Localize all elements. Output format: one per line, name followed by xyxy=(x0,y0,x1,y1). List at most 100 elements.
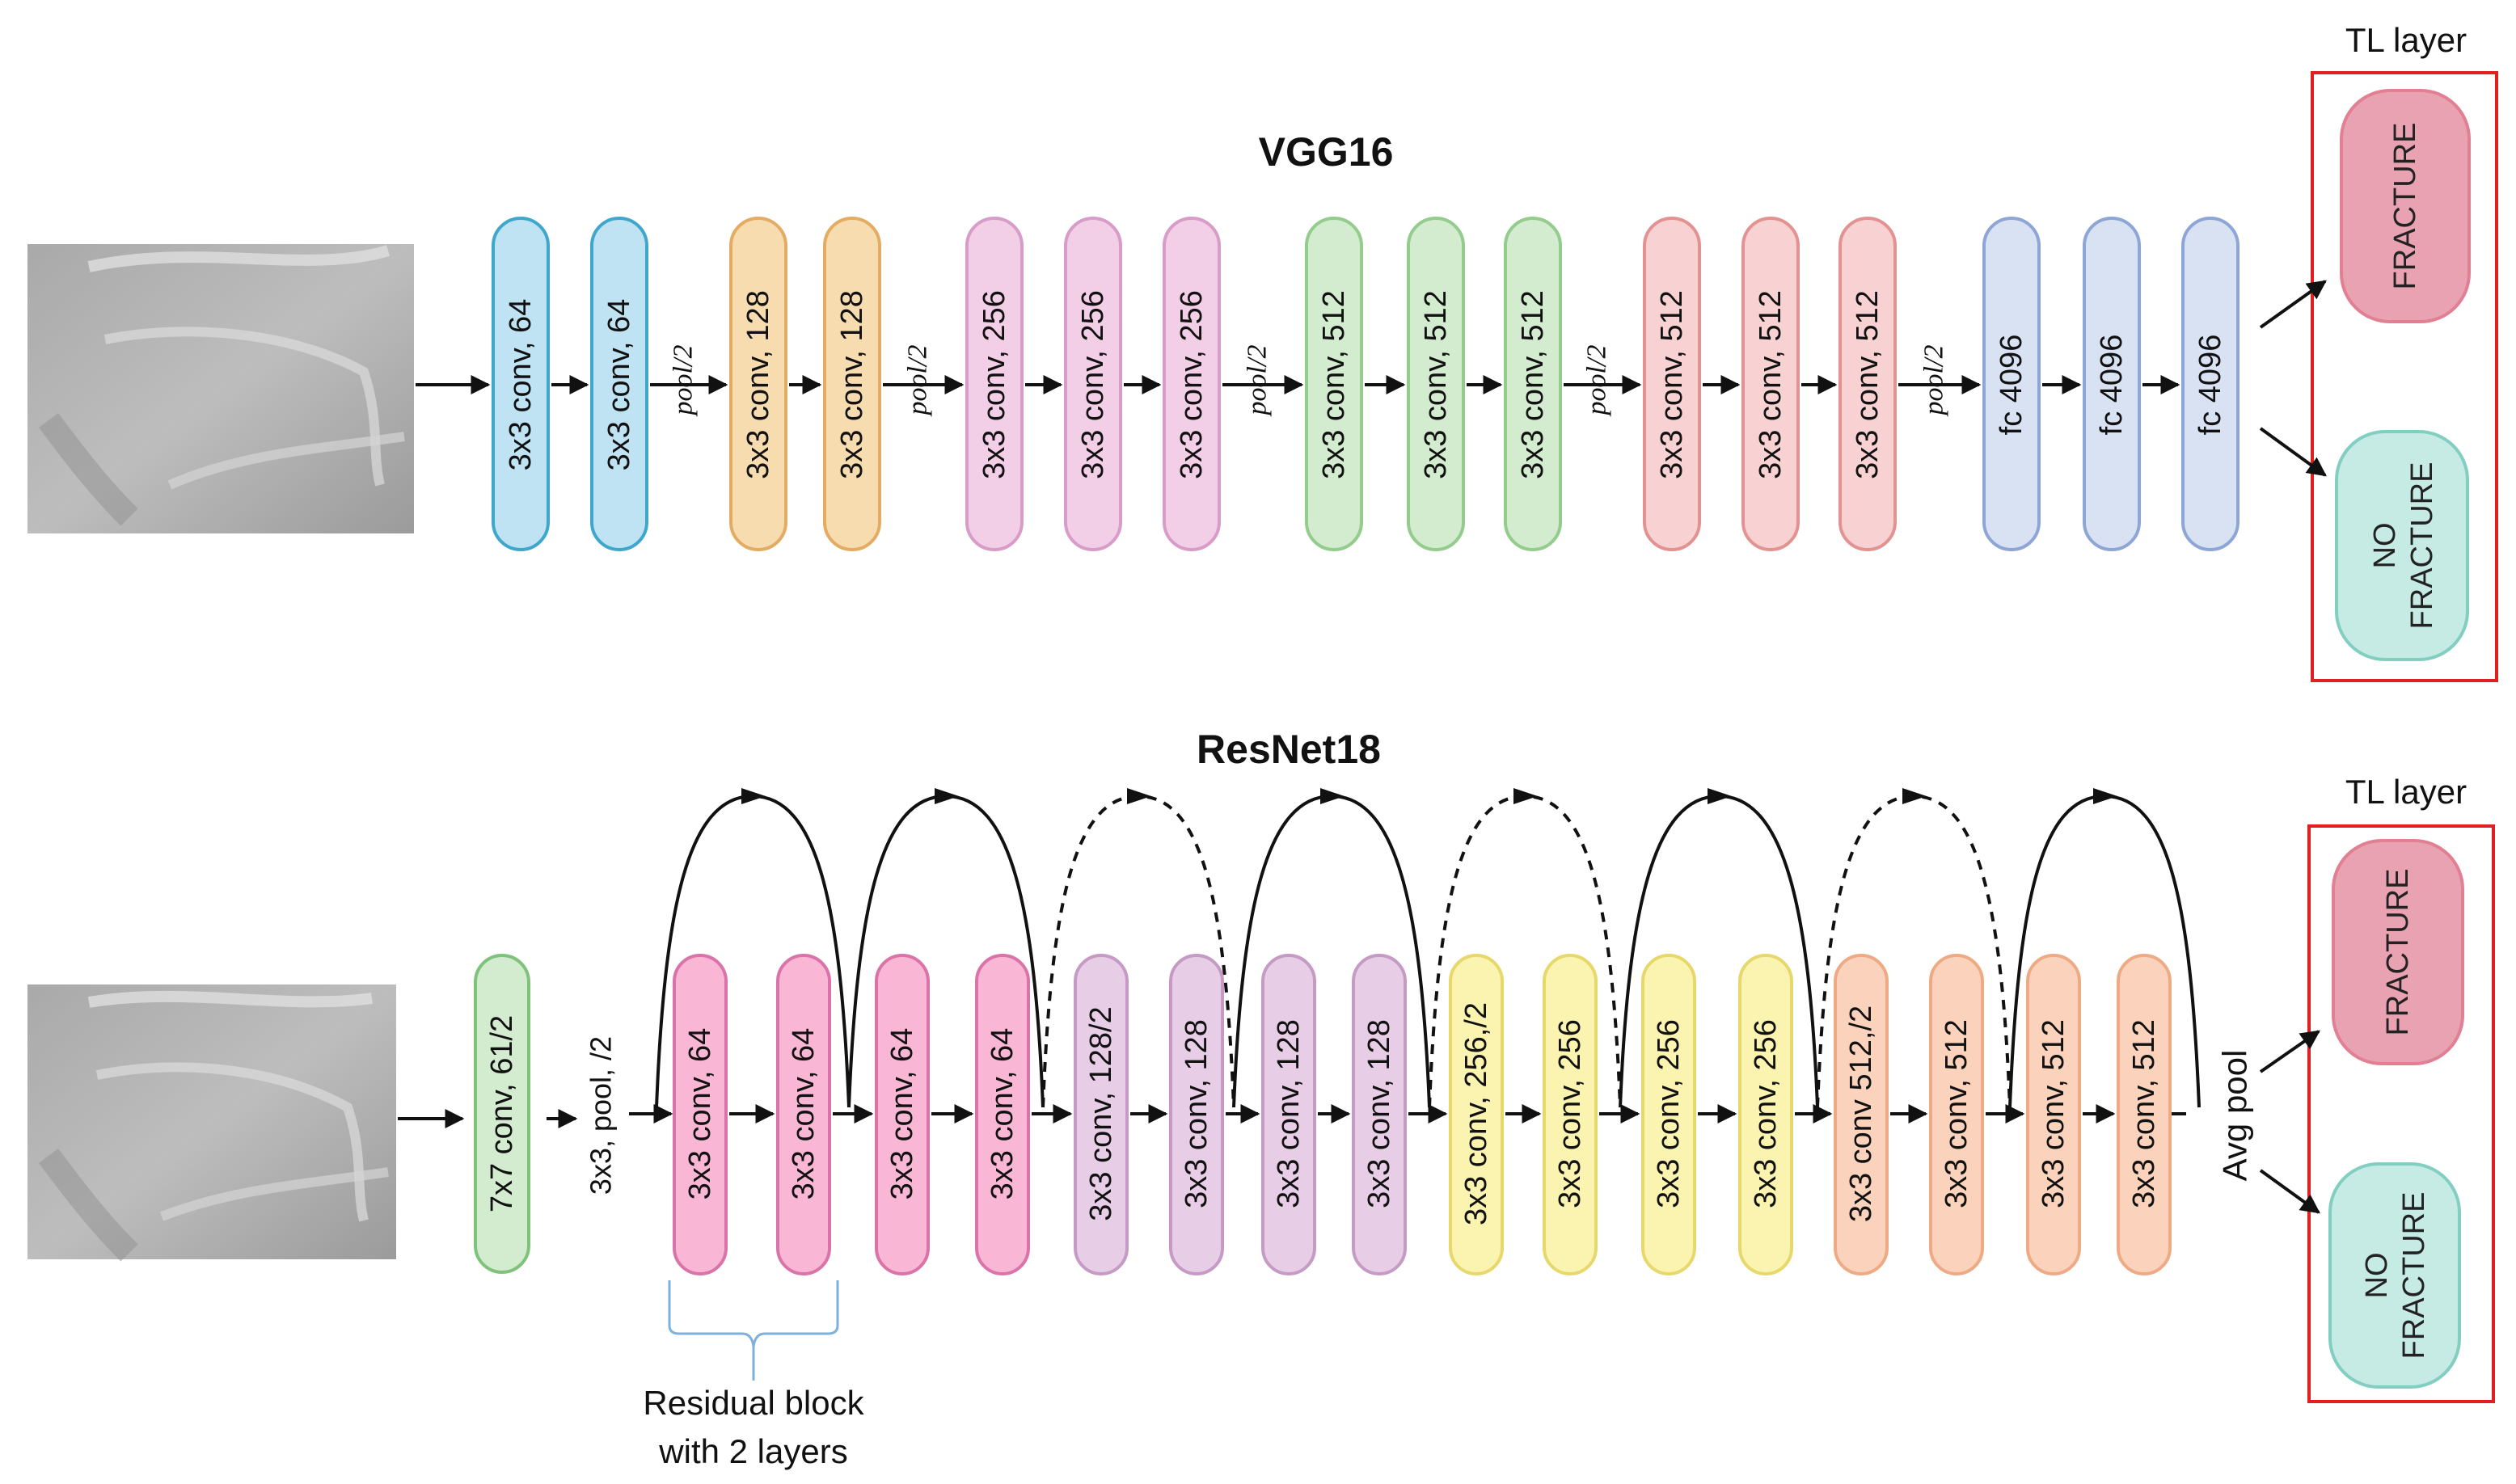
resnet-fracture-output: FRACTURE xyxy=(2332,839,2464,1065)
vgg-layer-label: 3x3 conv, 128 xyxy=(741,290,775,479)
resnet-skip-connections xyxy=(655,788,2201,1108)
resnet-layer-stack: 3x3 conv, 64 3x3 conv, 64 3x3 conv, 64 3x3 … xyxy=(673,954,2172,1275)
residual-block-label-1: Residual block xyxy=(643,1384,864,1422)
residual-block-label-2: with 2 layers xyxy=(658,1432,847,1470)
resnet-layer-label: 3x3 conv, 512 xyxy=(2127,1019,2161,1208)
resnet18-title: ResNet18 xyxy=(1197,727,1381,772)
vgg16-title: VGG16 xyxy=(1259,129,1394,175)
resnet-layer-label: 3x3 conv, 256,/2 xyxy=(1459,1002,1493,1225)
vgg-layer-5: 3x3 conv, 256 xyxy=(965,217,1024,551)
vgg-layer-15: fc 4096 xyxy=(2083,217,2141,551)
resnet-skip-arrowhead xyxy=(1320,788,1345,804)
resnet-layer-15: 3x3 conv, 512 xyxy=(2026,954,2081,1275)
vgg-tl-box xyxy=(2311,71,2498,682)
resnet-no-fracture-output: NO FRACTURE xyxy=(2328,1162,2461,1389)
resnet-layer-label: 3x3 conv, 64 xyxy=(787,1028,821,1200)
resnet-layer-13: 3x3 conv 512,/2 xyxy=(1834,954,1889,1275)
vgg-layer-14: fc 4096 xyxy=(1982,217,2041,551)
vgg-layer-12: 3x3 conv, 512 xyxy=(1741,217,1800,551)
vgg-layer-4: 3x3 conv, 128 xyxy=(823,217,881,551)
vgg-layer-7: 3x3 conv, 256 xyxy=(1163,217,1221,551)
vgg-layer-label: 3x3 conv, 256 xyxy=(1175,290,1209,479)
resnet-no-fracture-label-2: FRACTURE xyxy=(2397,1192,2431,1360)
vgg-layer-label: 3x3 conv, 512 xyxy=(1655,290,1689,479)
resnet-layer-label: 3x3 conv, 256 xyxy=(1553,1019,1587,1208)
resnet-skip-arrowhead xyxy=(2093,788,2117,804)
resnet-fracture-label: FRACTURE xyxy=(2381,869,2415,1036)
resnet-layer-11: 3x3 conv, 256 xyxy=(1641,954,1696,1275)
resnet-output-arrow-top xyxy=(2259,1030,2320,1073)
vgg-tl-layer-label: TL layer xyxy=(2345,21,2467,59)
vgg-pool-label: pool/2 xyxy=(1919,345,1949,417)
resnet-layer-label: 3x3 conv 512,/2 xyxy=(1844,1005,1878,1222)
vgg-layer-9: 3x3 conv, 512 xyxy=(1407,217,1465,551)
vgg-layer-label: fc 4096 xyxy=(2095,335,2129,436)
resnet-layer-label: 3x3 conv, 128 xyxy=(1272,1019,1306,1208)
vgg-layer-label: fc 4096 xyxy=(2193,335,2227,436)
resnet-layer-label: 3x3 conv, 64 xyxy=(986,1028,1019,1200)
vgg-fracture-output: FRACTURE xyxy=(2340,89,2471,323)
resnet-output-arrow-bottom xyxy=(2259,1169,2320,1214)
vgg-layer-label: 3x3 conv, 512 xyxy=(1516,290,1550,479)
resnet-layer-16: 3x3 conv, 512 xyxy=(2117,954,2172,1275)
vgg-no-fracture-label-1: NO xyxy=(2368,523,2402,569)
resnet-layer-label: 3x3 conv, 512 xyxy=(2037,1019,2071,1208)
vgg-layer-2: 3x3 conv, 64 xyxy=(590,217,648,551)
resnet-input-image xyxy=(27,984,396,1262)
vgg-layer-label: 3x3 conv, 512 xyxy=(1419,290,1453,479)
resnet-layer-label: 3x3 conv, 64 xyxy=(683,1028,717,1200)
resnet-layer-10: 3x3 conv, 256 xyxy=(1543,954,1598,1275)
vgg-layer-label: 3x3 conv, 256 xyxy=(1076,290,1110,479)
resnet-layer-7: 3x3 conv, 128 xyxy=(1261,954,1316,1275)
resnet-first-layer-label: 7x7 conv, 61/2 xyxy=(485,1015,519,1212)
resnet-layer-3: 3x3 conv, 64 xyxy=(875,954,930,1275)
resnet-layer-8: 3x3 conv, 128 xyxy=(1352,954,1407,1275)
vgg-layer-8: 3x3 conv, 512 xyxy=(1305,217,1363,551)
vgg-layer-label: 3x3 conv, 128 xyxy=(835,290,869,479)
vgg-layer-13: 3x3 conv, 512 xyxy=(1838,217,1897,551)
vgg-layer-label: 3x3 conv, 512 xyxy=(1754,290,1788,479)
resnet-layer-12: 3x3 conv, 256 xyxy=(1738,954,1793,1275)
resnet-skip-arrowhead xyxy=(935,788,959,804)
vgg-pool-label: pool/2 xyxy=(903,345,933,417)
resnet-layer-label: 3x3 conv, 256 xyxy=(1749,1019,1783,1208)
resnet-layer-4: 3x3 conv, 64 xyxy=(975,954,1030,1275)
resnet-skip-arrowhead xyxy=(1513,788,1538,804)
resnet-layer-14: 3x3 conv, 512 xyxy=(1929,954,1984,1275)
resnet-tl-box xyxy=(2307,824,2495,1403)
resnet-layer-label: 3x3 conv, 128/2 xyxy=(1084,1006,1118,1221)
vgg-layer-3: 3x3 conv, 128 xyxy=(729,217,787,551)
resnet-no-fracture-label-1: NO xyxy=(2360,1253,2394,1299)
resnet-skip-arrowhead xyxy=(1708,788,1732,804)
resnet-layer-label: 3x3 conv, 64 xyxy=(885,1028,919,1200)
resnet-skip-arrowhead xyxy=(741,788,766,804)
resnet-layer-label: 3x3 conv, 128 xyxy=(1362,1019,1396,1208)
resnet-layer-6: 3x3 conv, 128 xyxy=(1169,954,1224,1275)
vgg-layer-11: 3x3 conv, 512 xyxy=(1643,217,1701,551)
resnet-first-layer: 7x7 conv, 61/2 xyxy=(474,954,530,1274)
vgg-layer-6: 3x3 conv, 256 xyxy=(1064,217,1122,551)
resnet-layer-9: 3x3 conv, 256,/2 xyxy=(1449,954,1504,1275)
resnet-layer-1: 3x3 conv, 64 xyxy=(673,954,728,1275)
vgg-output-arrow-top xyxy=(2259,280,2327,329)
resnet-layer-2: 3x3 conv, 64 xyxy=(776,954,831,1275)
vgg-layer-label: 3x3 conv, 512 xyxy=(1317,290,1351,479)
resnet-pool-label: 3x3, pool, /2 xyxy=(585,1036,618,1195)
resnet-layer-label: 3x3 conv, 512 xyxy=(1940,1019,1974,1208)
vgg-input-image xyxy=(27,244,414,533)
vgg-pool-label: pool/2 xyxy=(1582,345,1612,417)
vgg-layer-label: 3x3 conv, 512 xyxy=(1851,290,1885,479)
vgg-pool-label: pool/2 xyxy=(669,345,699,417)
vgg-layer-label: 3x3 conv, 64 xyxy=(602,299,636,471)
resnet-layer-label: 3x3 conv, 256 xyxy=(1652,1019,1686,1208)
resnet-tl-layer-label: TL layer xyxy=(2345,773,2467,811)
vgg-fracture-label: FRACTURE xyxy=(2388,123,2422,290)
resnet-skip-arrowhead xyxy=(1902,788,1927,804)
resnet-layer-5: 3x3 conv, 128/2 xyxy=(1074,954,1129,1275)
resnet-skip-arrowhead xyxy=(1127,788,1151,804)
residual-block-brace xyxy=(668,1280,839,1347)
resnet-layer-label: 3x3 conv, 128 xyxy=(1180,1019,1214,1208)
